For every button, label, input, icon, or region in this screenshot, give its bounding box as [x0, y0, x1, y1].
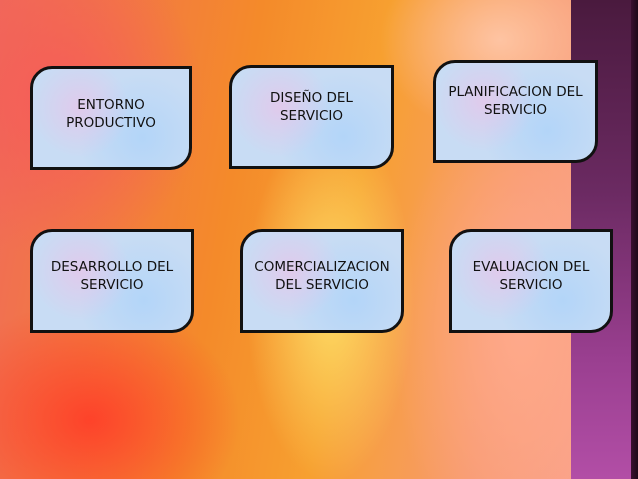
- box-label: DISEÑO DEL SERVICIO: [270, 90, 353, 124]
- box-label: ENTORNO PRODUCTIVO: [66, 97, 156, 131]
- box-comercializacion-servicio: COMERCIALIZACION DEL SERVICIO: [240, 229, 404, 333]
- box-planificacion-servicio: PLANIFICACION DEL SERVICIO: [433, 60, 598, 163]
- box-label: DESARROLLO DEL SERVICIO: [50, 259, 174, 293]
- strip-dark-edge: [631, 0, 638, 479]
- box-label: EVALUACION DEL SERVICIO: [472, 259, 590, 293]
- box-desarrollo-servicio: DESARROLLO DEL SERVICIO: [30, 229, 194, 333]
- box-evaluacion-servicio: EVALUACION DEL SERVICIO: [449, 229, 613, 333]
- box-label: COMERCIALIZACION DEL SERVICIO: [254, 259, 390, 293]
- box-entorno-productivo: ENTORNO PRODUCTIVO: [30, 66, 192, 170]
- box-diseno-servicio: DISEÑO DEL SERVICIO: [229, 65, 394, 169]
- box-label: PLANIFICACION DEL SERVICIO: [448, 83, 583, 118]
